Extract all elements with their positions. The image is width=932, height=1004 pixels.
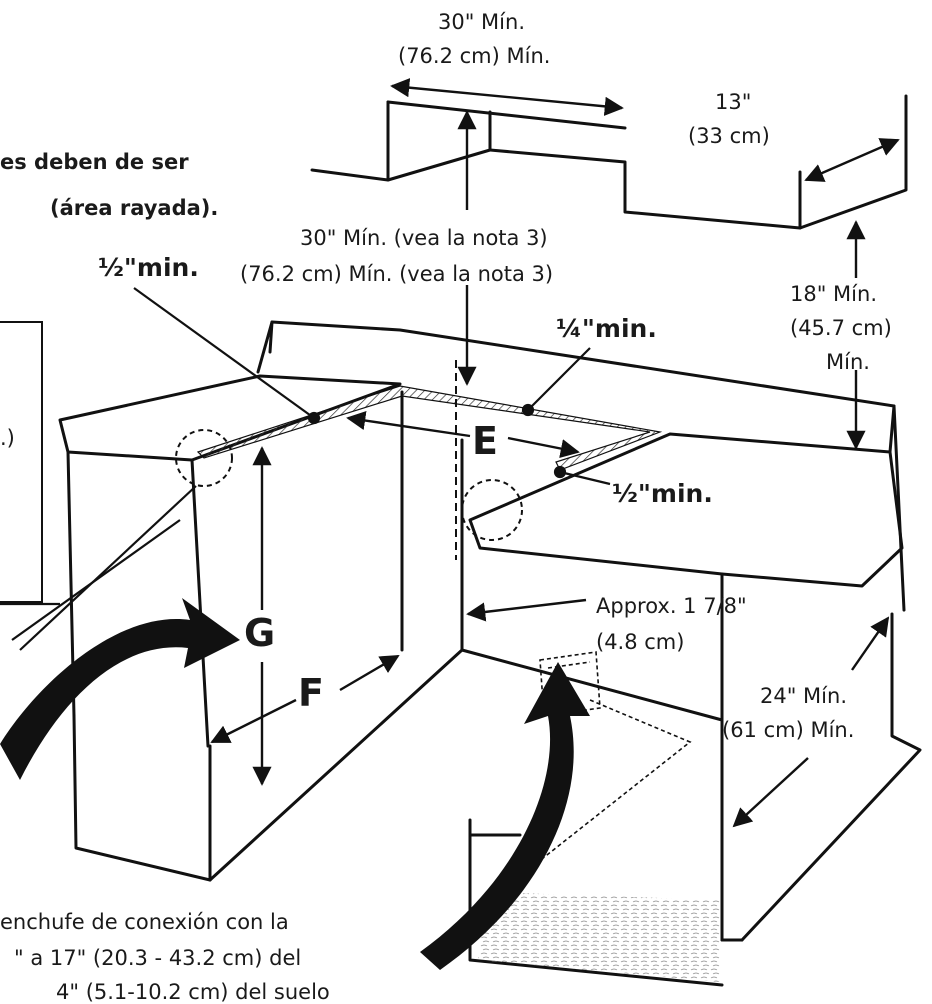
upper-height-label-3: Mín. <box>826 350 870 374</box>
upper-height-label-2: (45.7 cm) <box>790 316 892 340</box>
arrow-F-left <box>210 698 297 744</box>
backsplash <box>256 320 896 454</box>
detail-circle-left <box>175 429 233 487</box>
curved-arrow-left <box>0 598 240 780</box>
arrow-E-right <box>507 436 580 459</box>
dimension-E: E <box>472 419 498 463</box>
detail-circle-right <box>461 479 523 541</box>
depth-label-1: 13" <box>715 90 752 114</box>
clearance-half-right: ½"min. <box>612 479 713 508</box>
floor-stipple <box>478 892 720 982</box>
dimension-F: F <box>298 671 324 715</box>
arrow-depth <box>804 138 900 182</box>
top-width-label-1: 30" Mín. <box>438 10 525 34</box>
bottom-note-1: enchufe de conexión con la <box>0 910 289 934</box>
leader-approx <box>466 598 587 622</box>
arrow-E-left <box>346 411 471 438</box>
approx-label-2: (4.8 cm) <box>596 630 685 654</box>
clearance-half-left: ½"min. <box>98 253 199 282</box>
depth-label-2: (33 cm) <box>688 124 770 148</box>
counter-height-label-1: 24" Mín. <box>760 684 847 708</box>
leader-quarter <box>527 347 591 411</box>
note-partial-2: (área rayada). <box>50 196 219 220</box>
arrow-counter-height-up <box>851 616 890 671</box>
bottom-note-3: 4" (5.1-10.2 cm) del suelo <box>56 980 330 1004</box>
arrow-counter-height-down <box>732 757 809 828</box>
left-paren-fragment: .) <box>0 426 15 450</box>
dimension-G: G <box>244 611 276 655</box>
counter-height-label-2: (61 cm) Mín. <box>722 718 855 742</box>
bottom-note-2: " a 17" (20.3 - 43.2 cm) del <box>14 946 302 970</box>
leader-half-left <box>133 287 315 419</box>
arrow-top-width <box>390 78 624 116</box>
leader-half-right <box>559 470 611 486</box>
junction-box <box>539 651 601 717</box>
top-width-label-2: (76.2 cm) Mín. <box>398 44 551 68</box>
hatched-clearance-area <box>196 385 663 471</box>
center-note-2: (76.2 cm) Mín. (vea la nota 3) <box>240 262 554 286</box>
arrow-F-right <box>339 654 400 692</box>
clearance-quarter: ¼"min. <box>556 314 657 343</box>
approx-label-1: Approx. 1 7/8" <box>596 594 747 618</box>
left-note-box <box>0 321 43 603</box>
upper-cabinet-outline <box>310 94 908 230</box>
upper-height-label-1: 18" Mín. <box>790 282 877 306</box>
center-note-1: 30" Mín. (vea la nota 3) <box>300 226 548 250</box>
note-partial-1: es deben de ser <box>0 150 189 174</box>
right-countertop <box>468 432 904 588</box>
curved-arrow-right <box>420 662 590 970</box>
